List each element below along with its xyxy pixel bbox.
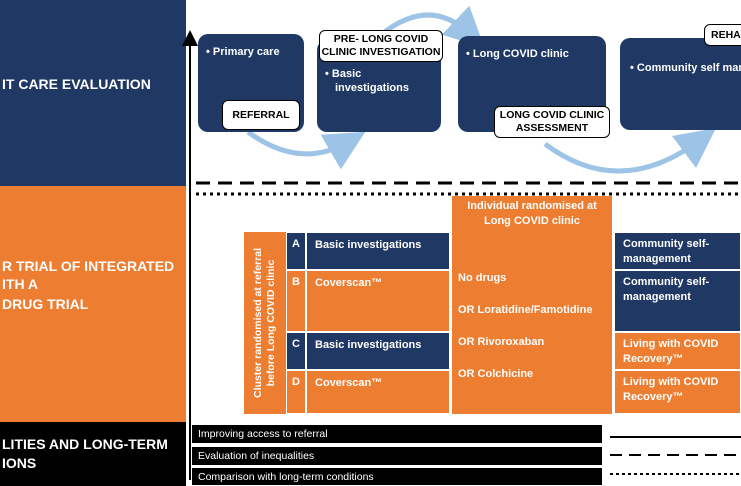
assessment-title-1: LONG COVID CLINIC xyxy=(499,109,605,121)
band-trial-title-3: DRUG TRIAL xyxy=(2,296,89,312)
arm-a-investigation: Basic investigations xyxy=(306,232,450,270)
outcome-long-term-conditions: Comparison with long-term conditions xyxy=(191,467,603,486)
pre-clinic-title-1: PRE- LONG COVID xyxy=(333,33,429,45)
flow-arrow-1 xyxy=(246,129,366,170)
drug-option-loratidine: OR Loratidine/Famotidine xyxy=(458,304,593,316)
band-inequalities-title-2: IONS xyxy=(2,455,37,471)
cluster-randomised-line-1: Cluster randomised at referral xyxy=(252,248,264,398)
flow-arrow-3 xyxy=(543,128,717,174)
flow-arrow-2 xyxy=(380,5,485,48)
long-covid-clinic-label: • Long COVID clinic xyxy=(466,48,569,60)
pre-clinic-investigation-label: PRE- LONG COVID CLINIC INVESTIGATION xyxy=(319,30,443,62)
band-trial-title-1: R TRIAL OF INTEGRATED xyxy=(2,258,175,274)
arm-d-investigation-label: Coverscan™ xyxy=(315,377,383,389)
arm-d-follow-up-line-1: Living with COVID xyxy=(623,376,719,388)
band-trial-title-2: ITH A xyxy=(2,276,39,292)
arm-b-follow-up: Community self- management xyxy=(614,270,741,332)
band-inequalities: LITIES AND LONG-TERM IONS xyxy=(0,422,186,486)
arm-letter-c: C xyxy=(286,332,306,370)
drug-options-box: No drugs OR Loratidine/Famotidine OR Riv… xyxy=(452,232,612,414)
individual-randomised-header: Individual randomised at Long COVID clin… xyxy=(452,196,612,232)
rehab-box: • Community self mar xyxy=(620,38,741,130)
primary-care-label: • Primary care xyxy=(206,46,280,58)
arm-b-follow-up-line-1: Community self- xyxy=(623,276,710,288)
arm-letter-b: B xyxy=(286,270,306,332)
band-trial: R TRIAL OF INTEGRATED ITH A DRUG TRIAL xyxy=(0,186,186,422)
clinic-assessment-label: LONG COVID CLINIC ASSESSMENT xyxy=(494,106,610,138)
arm-d-investigation: Coverscan™ xyxy=(306,370,450,414)
arm-a-follow-up-line-2: management xyxy=(623,253,691,265)
arm-d-follow-up-line-2: Recovery™ xyxy=(623,391,684,403)
arm-c-investigation-label: Basic investigations xyxy=(315,339,422,351)
arm-b-investigation: Coverscan™ xyxy=(306,270,450,332)
arm-a-follow-up: Community self- management xyxy=(614,232,741,270)
rehab-label: REHAB xyxy=(704,24,741,46)
band-care-evaluation: IT CARE EVALUATION xyxy=(0,0,186,186)
arm-b-investigation-label: Coverscan™ xyxy=(315,277,383,289)
arm-a-follow-up-line-1: Community self- xyxy=(623,238,710,250)
cluster-randomised-line-2: before Long COVID clinic xyxy=(265,259,277,387)
drug-option-none: No drugs xyxy=(458,272,507,284)
arm-letter-d: D xyxy=(286,370,306,414)
arm-b-follow-up-line-2: management xyxy=(623,291,691,303)
arm-a-investigation-label: Basic investigations xyxy=(315,239,422,251)
referral-label: REFERRAL xyxy=(222,100,300,130)
arm-d-follow-up: Living with COVID Recovery™ xyxy=(614,370,741,414)
drug-option-rivoroxaban: OR Rivoroxaban xyxy=(458,336,545,348)
outcome-access-referral: Improving access to referral xyxy=(191,424,603,444)
individual-randomised-line-2: Long COVID clinic xyxy=(484,215,580,227)
drug-option-colchicine: OR Colchicine xyxy=(458,368,534,380)
basic-investigations-label-1: • Basic xyxy=(325,68,362,80)
pre-clinic-title-2: CLINIC INVESTIGATION xyxy=(321,46,441,58)
arm-c-follow-up: Living with COVID Recovery™ xyxy=(614,332,741,370)
arm-c-follow-up-line-1: Living with COVID xyxy=(623,338,719,350)
basic-investigations-label-2: investigations xyxy=(335,82,409,94)
arm-c-follow-up-line-2: Recovery™ xyxy=(623,353,684,365)
cluster-randomised-box: Cluster randomised at referral before Lo… xyxy=(244,232,286,414)
arm-c-investigation: Basic investigations xyxy=(306,332,450,370)
band-inequalities-title-1: LITIES AND LONG-TERM xyxy=(2,436,168,452)
outcome-inequalities: Evaluation of inequalities xyxy=(191,446,603,466)
band-care-evaluation-title: IT CARE EVALUATION xyxy=(2,76,151,92)
arm-letter-a: A xyxy=(286,232,306,270)
individual-randomised-line-1: Individual randomised at xyxy=(467,200,597,212)
community-self-label: • Community self mar xyxy=(630,62,741,74)
assessment-title-2: ASSESSMENT xyxy=(515,122,589,134)
cluster-randomised-label: Cluster randomised at referral before Lo… xyxy=(252,248,278,398)
